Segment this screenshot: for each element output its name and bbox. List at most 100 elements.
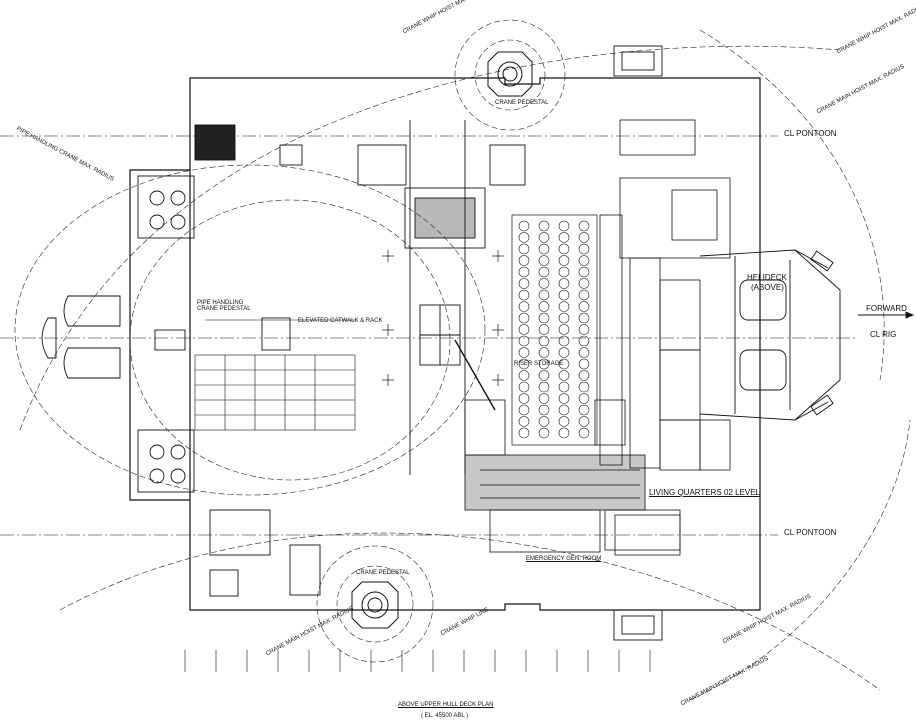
riser-slot <box>518 243 530 255</box>
deck-markers <box>382 250 504 386</box>
catwalk-grid <box>194 319 356 431</box>
riser-slot <box>558 358 570 370</box>
riser-slot <box>538 358 550 370</box>
riser-slot <box>558 416 570 427</box>
riser-slot <box>538 347 550 358</box>
riser-slot <box>518 404 530 416</box>
riser-slot <box>538 232 550 243</box>
riser-slot <box>538 427 550 439</box>
riser-slot <box>578 427 590 439</box>
riser-slot <box>518 324 530 335</box>
riser-slot <box>518 266 530 278</box>
cl-rig-label: CL RIG <box>870 330 897 339</box>
riser-slot <box>558 324 570 335</box>
riser-slot <box>578 278 590 289</box>
hull-outline <box>129 77 761 611</box>
forward-arrow <box>858 311 915 319</box>
cl-pontoon-top-label: CL PONTOON <box>784 129 837 138</box>
deck-marker <box>382 250 394 262</box>
riser-slot <box>578 381 590 393</box>
living-quarters-label: LIVING QUARTERS 02 LEVEL <box>649 488 761 497</box>
riser-slot <box>538 289 550 301</box>
riser-slot <box>578 301 590 312</box>
riser-slot <box>578 347 590 358</box>
centre-lines <box>0 135 858 536</box>
riser-slot <box>538 312 550 324</box>
crane-pedestal-bottom <box>351 581 399 629</box>
helideck <box>699 249 841 421</box>
riser-slot <box>518 381 530 393</box>
riser-slot <box>538 324 550 335</box>
riser-slot <box>518 312 530 324</box>
riser-slot <box>518 220 530 232</box>
riser-slot <box>558 393 570 404</box>
riser-slot <box>578 289 590 301</box>
deck-marker <box>382 374 394 386</box>
deck-marker <box>492 324 504 336</box>
riser-slot <box>538 301 550 312</box>
living-quarters <box>594 119 731 556</box>
riser-slot <box>578 335 590 347</box>
forward-label: FORWARD <box>866 304 907 313</box>
riser-slot <box>518 255 530 266</box>
riser-slot <box>578 416 590 427</box>
riser-slot <box>518 427 530 439</box>
riser-slot <box>538 255 550 266</box>
left-equipment <box>137 124 321 597</box>
riser-slot <box>518 289 530 301</box>
crane-pedestal-bottom-label: CRANE PEDESTAL <box>356 570 410 576</box>
riser-slot <box>518 232 530 243</box>
riser-slot <box>578 266 590 278</box>
riser-slot <box>538 404 550 416</box>
riser-slot <box>538 370 550 381</box>
machinery-block <box>464 399 681 553</box>
riser-slot <box>578 404 590 416</box>
riser-slot <box>578 312 590 324</box>
deck-marker <box>492 374 504 386</box>
riser-slot <box>558 278 570 289</box>
crane-pedestal-top-label: CRANE PEDESTAL <box>495 100 549 106</box>
emergency-room-label: EMERGENCY GEN. ROOM <box>526 556 602 562</box>
helideck-label: HELIDECK <box>747 273 788 282</box>
riser-slot <box>558 347 570 358</box>
riser-slot <box>538 381 550 393</box>
riser-slot <box>518 347 530 358</box>
riser-slot <box>558 289 570 301</box>
riser-slot <box>558 404 570 416</box>
deck-marker <box>492 250 504 262</box>
riser-slot <box>578 393 590 404</box>
riser-slot <box>558 312 570 324</box>
riser-slot <box>558 335 570 347</box>
cl-pontoon-bottom-label: CL PONTOON <box>784 528 837 537</box>
deck-marker <box>382 324 394 336</box>
riser-slot <box>578 255 590 266</box>
riser-slot <box>558 427 570 439</box>
riser-slot <box>518 335 530 347</box>
riser-slot <box>558 381 570 393</box>
fire-pedestal-label: PIPE HANDLING CRANE PEDESTAL <box>197 300 251 312</box>
riser-storage-slots <box>518 220 590 439</box>
riser-slot <box>538 393 550 404</box>
riser-slot <box>538 243 550 255</box>
riser-slot <box>578 358 590 370</box>
riser-slot <box>558 220 570 232</box>
riser-slot <box>538 220 550 232</box>
elevated-catwalk-label: ELEVATED CATWALK & RACK <box>298 318 383 324</box>
riser-slot <box>538 266 550 278</box>
riser-slot <box>558 301 570 312</box>
riser-slot <box>538 278 550 289</box>
riser-slot <box>538 335 550 347</box>
helideck-sub-label: (ABOVE) <box>751 283 784 292</box>
plan-elevation: ( EL. 45500 ABL ) <box>421 713 469 719</box>
riser-slot <box>578 232 590 243</box>
riser-slot <box>558 266 570 278</box>
riser-slot <box>518 416 530 427</box>
crane-pedestal-top <box>487 51 533 97</box>
riser-storage <box>511 214 598 446</box>
riser-slot <box>578 220 590 232</box>
riser-slot <box>518 278 530 289</box>
riser-slot <box>518 358 530 370</box>
riser-slot <box>518 301 530 312</box>
columns <box>41 45 663 641</box>
